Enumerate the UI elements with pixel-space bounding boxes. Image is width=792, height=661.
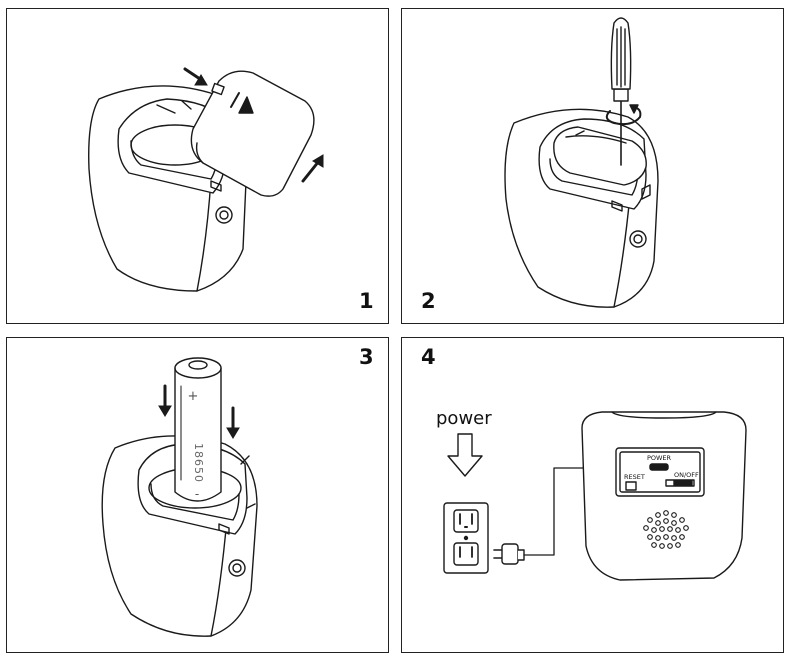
device-back-view [581, 411, 747, 581]
battery-plus-mark: + [188, 389, 199, 404]
battery-minus-mark: - [195, 487, 199, 501]
step-3-illustration: + - 18650 [101, 357, 258, 637]
step-4-number: 4 [421, 345, 436, 369]
screwdriver [610, 17, 632, 166]
step-3-number: 3 [359, 345, 374, 369]
battery-label: 18650 [192, 443, 205, 483]
reset-button [625, 481, 637, 491]
power-arrow-icon [447, 433, 483, 477]
step-2-number: 2 [421, 289, 436, 313]
step-2-illustration [504, 17, 659, 308]
wall-outlet [443, 502, 489, 574]
reset-label: RESET [624, 473, 645, 481]
step-4-illustration: power POWER RESET ON/OFF [436, 408, 747, 581]
lift-arrow [301, 159, 321, 183]
speaker-grille [643, 510, 689, 549]
switch-label: ON/OFF [674, 471, 699, 479]
power-label: power [436, 408, 492, 429]
step-3-panel: + - 18650 3 [6, 337, 389, 653]
micro-usb-port [649, 463, 669, 471]
battery-18650 [174, 357, 222, 502]
step-4-panel: power POWER RESET ON/OFF 4 [401, 337, 784, 653]
battery-cover [190, 70, 315, 197]
rotate-arrow [605, 106, 642, 126]
step-2-panel: 2 [401, 8, 784, 324]
step-1-number: 1 [359, 289, 374, 313]
step-1-panel: 1 [6, 8, 389, 324]
step-1-illustration [88, 67, 324, 292]
port-label: POWER [647, 454, 672, 462]
power-plug [493, 543, 525, 565]
